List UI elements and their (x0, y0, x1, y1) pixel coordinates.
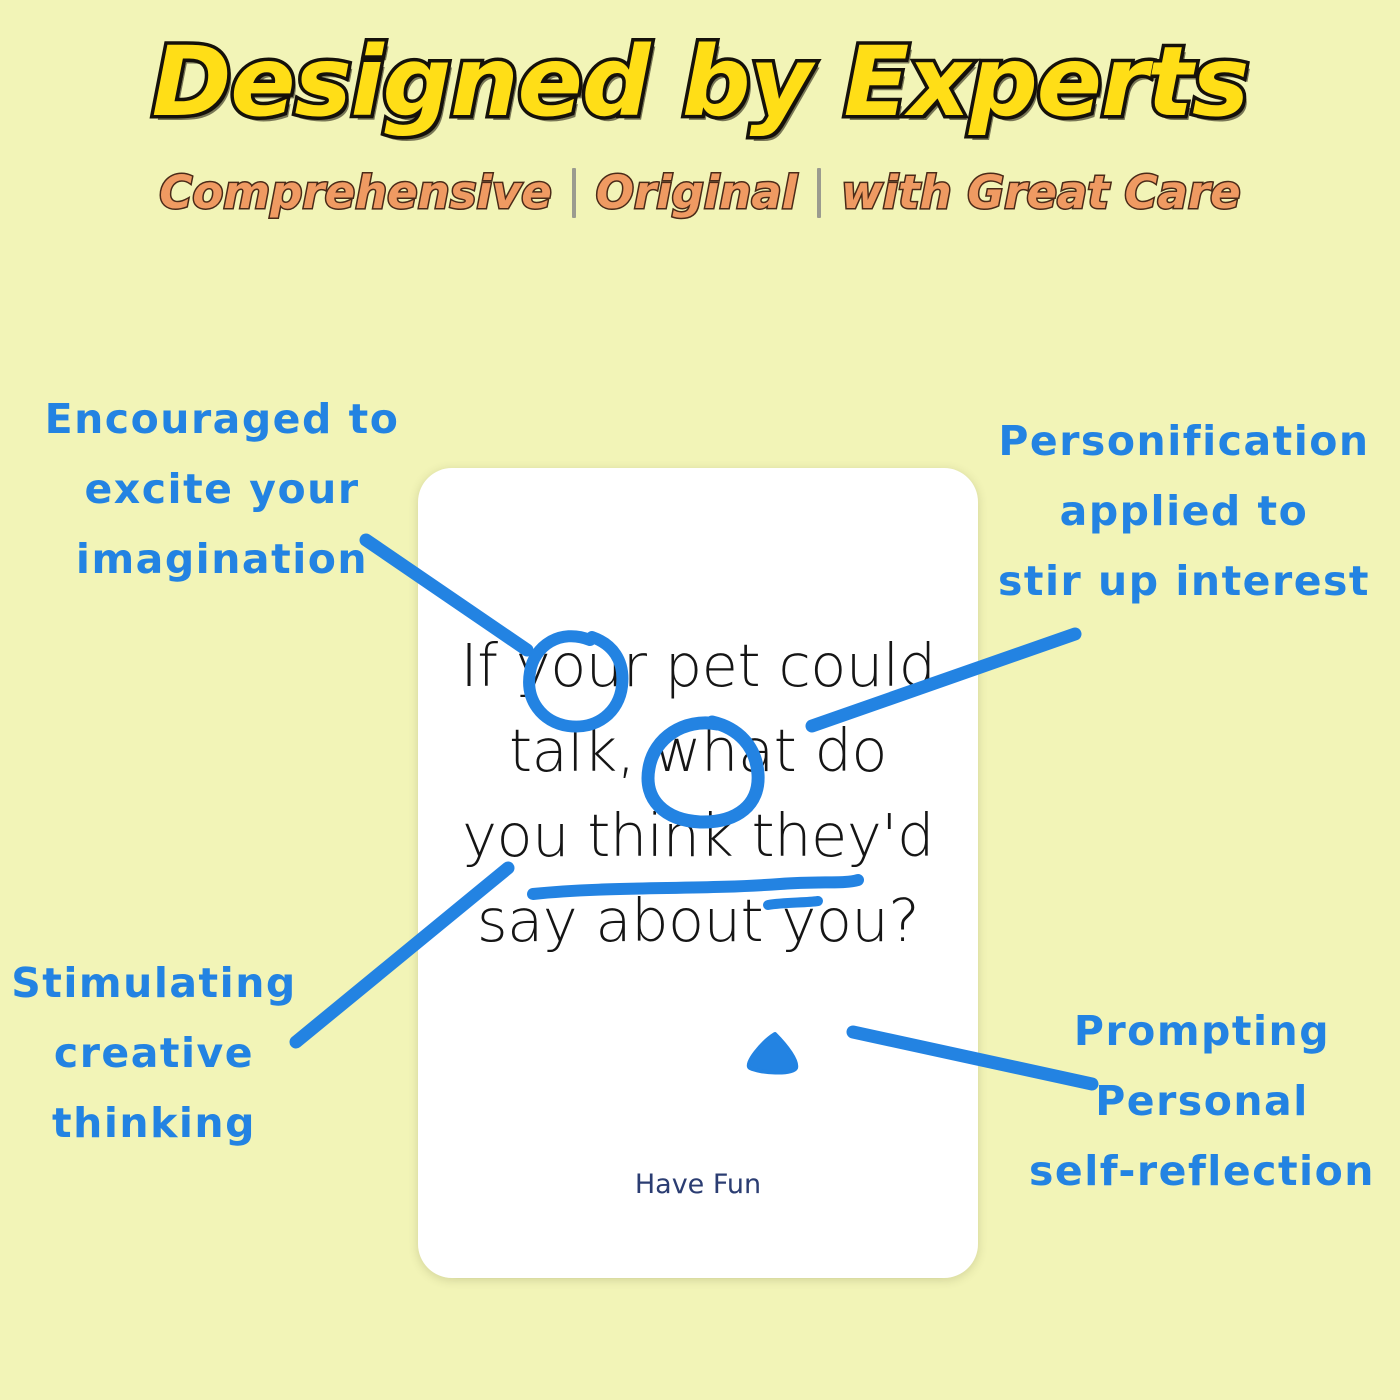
subtitle-item-comprehensive: Comprehensive (158, 166, 553, 220)
card-question-text: If your pet could talk, what do you thin… (460, 631, 936, 955)
subtitle-divider-2 (817, 168, 822, 218)
subtitle-divider-1 (571, 168, 576, 218)
subtitle-item-original: Original (594, 166, 798, 220)
question-card: If your pet could talk, what do you thin… (418, 468, 978, 1278)
annotation-top-left: Encouraged to excite your imagination (44, 395, 400, 583)
annotation-bottom-left: Stimulating creative thinking (11, 959, 297, 1147)
annotation-top-right: Personification applied to stir up inter… (997, 417, 1371, 605)
page-title: Designed by Experts (148, 26, 1253, 138)
subtitle-row: Comprehensive Original with Great Care (0, 166, 1400, 220)
annotation-bottom-right: Prompting Personal self-reflection (1029, 1007, 1375, 1195)
question-card-wrapper: If your pet could talk, what do you thin… (418, 468, 978, 1278)
subtitle-item-with-great-care: with Great Care (840, 166, 1243, 220)
card-footer-label: Have Fun (634, 1169, 762, 1200)
